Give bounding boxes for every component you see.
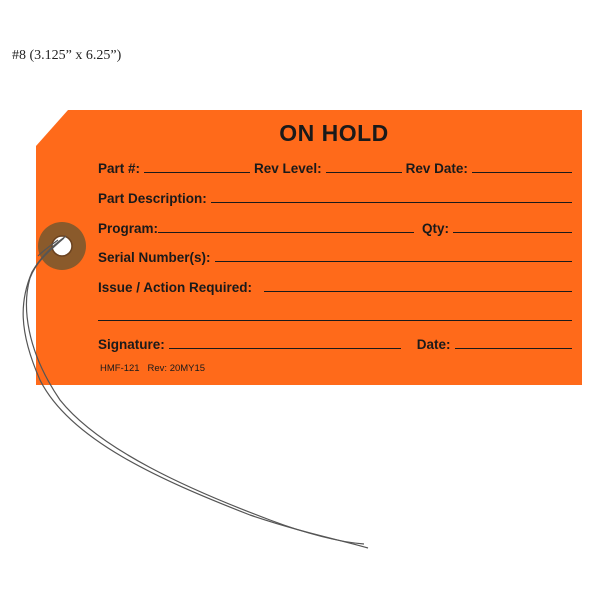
- signature-field[interactable]: [168, 338, 401, 349]
- row-issue-action: Issue / Action Required:: [98, 275, 572, 295]
- rev-date-field[interactable]: [471, 162, 572, 173]
- part-description-label: Part Description:: [98, 191, 207, 206]
- size-caption: #8 (3.125” x 6.25”): [12, 48, 122, 63]
- tie-wire: [22, 235, 369, 549]
- qty-label: Qty:: [422, 221, 450, 236]
- row-serial-numbers: Serial Number(s):: [98, 245, 572, 265]
- form-code: HMF-121: [100, 363, 140, 374]
- eyelet-grommet-icon: [38, 222, 86, 270]
- issue-action-label: Issue / Action Required:: [98, 280, 253, 295]
- form-code-footer: HMF-121 Rev: 20MY15: [100, 363, 205, 374]
- tag-title: ON HOLD: [279, 120, 389, 146]
- program-field[interactable]: [158, 222, 415, 233]
- row-issue-action-continued: [98, 304, 572, 324]
- rev-level-field[interactable]: [325, 162, 402, 173]
- row-part-description: Part Description:: [98, 186, 572, 206]
- issue-action-field[interactable]: [264, 281, 572, 292]
- serial-numbers-field[interactable]: [214, 251, 572, 262]
- date-label: Date:: [416, 337, 451, 352]
- signature-label: Signature:: [98, 337, 165, 352]
- date-field[interactable]: [454, 338, 572, 349]
- row-part: Part #: Rev Level: Rev Date:: [98, 156, 572, 176]
- program-label: Program:: [98, 221, 159, 236]
- rev-date-label: Rev Date:: [405, 161, 468, 176]
- rev-level-label: Rev Level:: [254, 161, 322, 176]
- tag-body: [36, 110, 582, 385]
- row-signature: Signature: Date:: [98, 332, 572, 352]
- serial-numbers-label: Serial Number(s):: [98, 250, 211, 265]
- part-field[interactable]: [144, 162, 251, 173]
- form-revision: Rev: 20MY15: [147, 363, 206, 374]
- issue-action-field-line-2[interactable]: [98, 310, 572, 321]
- part-description-field[interactable]: [210, 192, 572, 203]
- qty-field[interactable]: [453, 222, 572, 233]
- tag-content: ON HOLD Part #: Rev Level: Rev Date: Par…: [96, 110, 576, 385]
- row-program: Program: Qty:: [98, 216, 572, 236]
- part-label: Part #:: [98, 161, 141, 176]
